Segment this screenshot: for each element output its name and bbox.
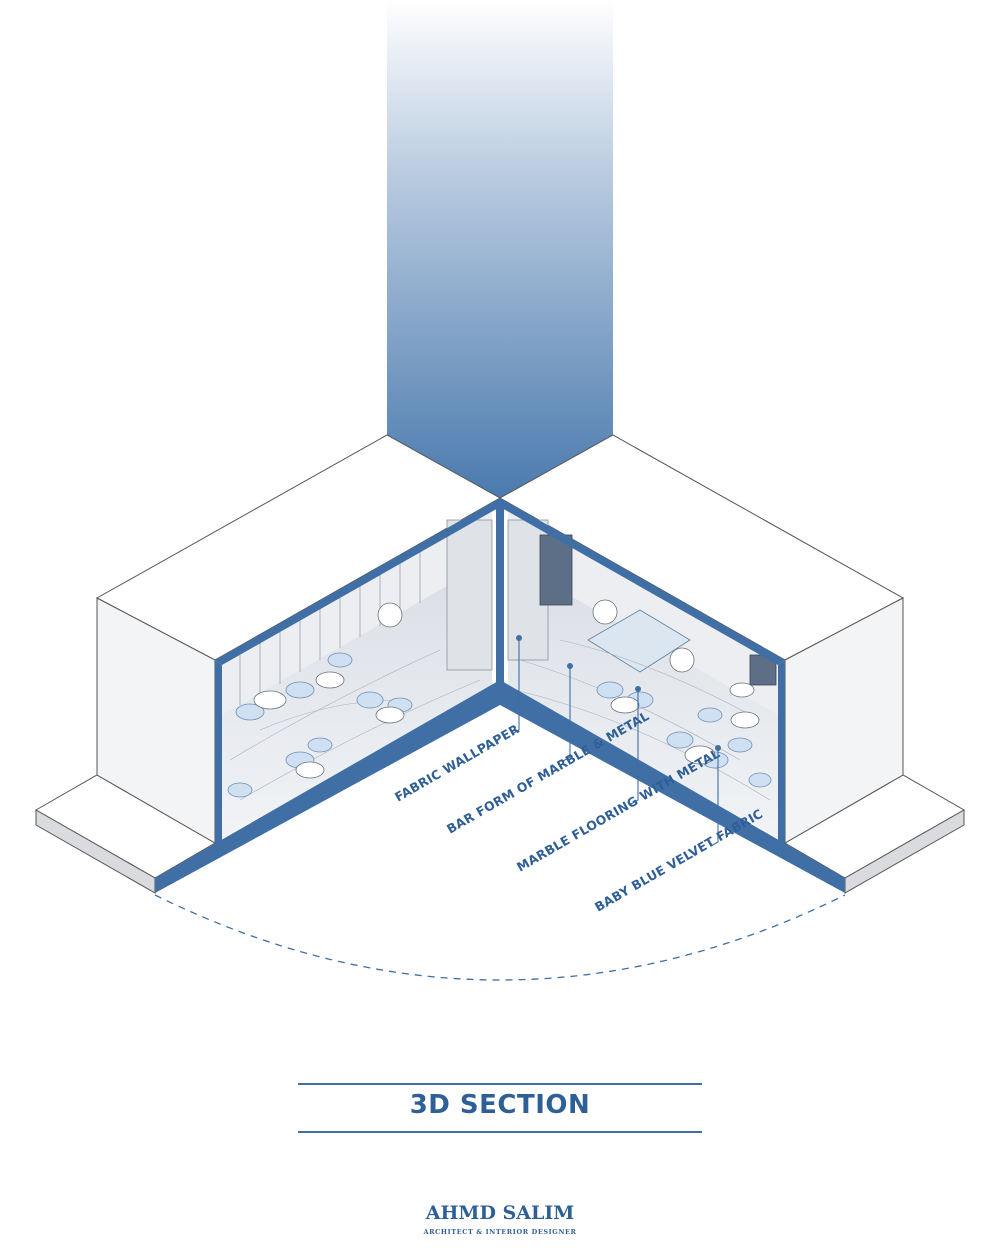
title-rule-top [298,1083,702,1085]
author-name: AHMD SALIM [425,1202,575,1224]
author-role: ARCHITECT & INTERIOR DESIGNER [423,1228,577,1236]
callout-leader [630,689,639,805]
callout-leader [562,666,571,762]
right-wall-block [498,434,905,844]
dashed-arc [154,894,846,981]
callout-label: BABY BLUE VELVET FABRIC [592,806,765,915]
callout-leader [710,748,719,847]
section-title: 3D SECTION [409,1090,591,1120]
left-room-interior [222,512,493,838]
title-rule-bottom [298,1131,702,1133]
section-cut-frame [155,498,845,893]
callout-leader [511,638,520,735]
left-wall-block [95,434,502,844]
gradient-shaft [387,0,613,498]
right-room-interior [507,512,778,838]
